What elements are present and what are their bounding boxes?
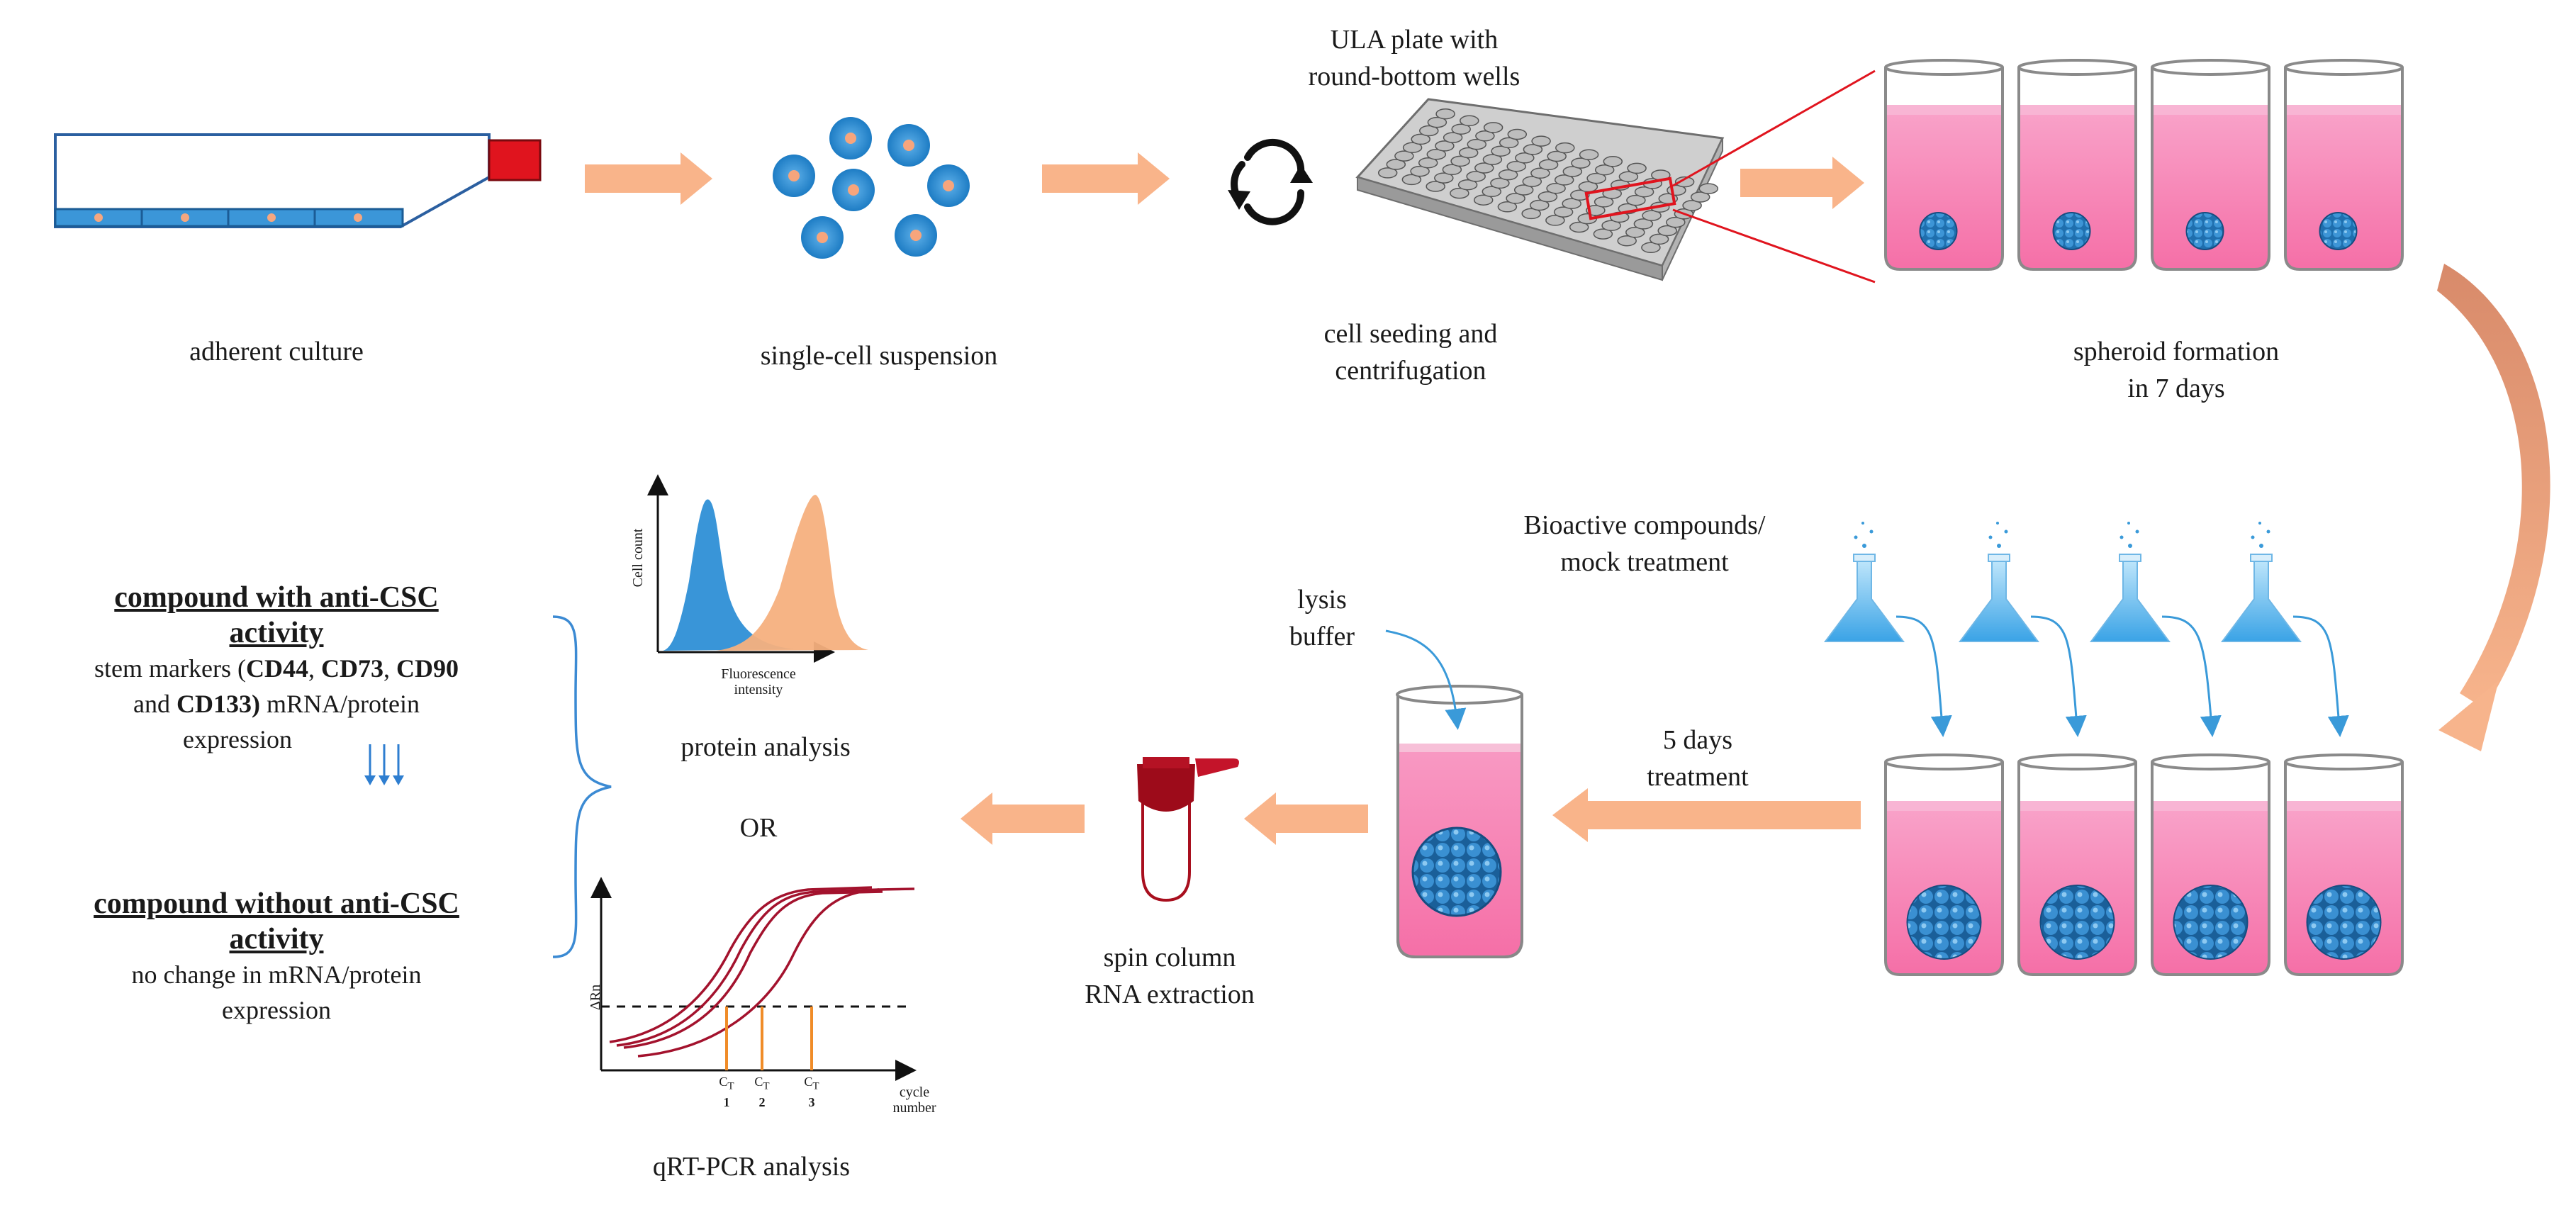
outcome-without-anti-csc: compound without anti-CSC activity no ch…: [94, 887, 459, 1024]
compound-flasks: [1824, 522, 2349, 737]
label-or: OR: [739, 813, 778, 843]
compound-flask-icon-3: [2090, 522, 2222, 737]
label-protein-analysis: protein analysis: [681, 732, 851, 762]
compound-flask-icon-4: [2221, 522, 2349, 737]
flow-cytometry-plot: [647, 474, 868, 663]
spheroid-well-top-4: [2284, 59, 2404, 271]
outcome-with-anti-csc: compound with anti-CSC activity stem mar…: [94, 581, 459, 753]
spheroid-well-top-2: [2017, 59, 2137, 271]
label-qpcr-analysis: qRT-PCR analysis: [652, 1152, 851, 1182]
spheroid-wells-top: [1884, 59, 2404, 271]
flow-arrow-3: [1740, 157, 1864, 209]
outcome-brace: [552, 615, 612, 958]
flow-arrow-1: [585, 152, 712, 205]
flow-y-axis-label: Cell count: [630, 528, 646, 588]
pcr-y-axis-label: ΔRn: [588, 984, 603, 1011]
centrifuge-rotation-icon: [1228, 139, 1313, 225]
spin-column-tube-icon: [1137, 757, 1239, 902]
spheroid-well-treated-1: [1884, 753, 2004, 976]
compound-flask-icon-1: [1824, 522, 1952, 737]
spheroid-well-top-3: [2151, 59, 2270, 271]
spheroid-well-top-1: [1884, 59, 2004, 271]
curved-flow-arrow: [2437, 264, 2550, 751]
flow-peak-negative: [663, 499, 794, 651]
spheroid-well-treated-2: [2017, 753, 2137, 976]
single-cells-icon: [773, 117, 970, 259]
flow-arrow-5: [1244, 792, 1368, 845]
lysis-well-icon: [1385, 629, 1523, 958]
culture-flask-icon: [54, 133, 542, 228]
compound-flask-icon-2: [1959, 522, 2087, 737]
decrease-arrows-icon: [364, 744, 404, 785]
qpcr-plot: [590, 877, 917, 1081]
label-bioactive-compounds: Bioactive compounds/mock treatment: [1523, 510, 1766, 577]
spheroid-well-treated-3: [2151, 753, 2270, 976]
label-adherent-culture: adherent culture: [189, 337, 364, 366]
flow-arrow-2: [1042, 152, 1170, 205]
flow-peak-positive: [716, 495, 868, 651]
spheroid-wells-treated: [1884, 753, 2404, 976]
ula-plate-icon: [1355, 69, 1876, 284]
flow-arrow-6: [961, 792, 1085, 845]
label-single-cell-suspension: single-cell suspension: [760, 341, 998, 371]
flow-arrow-4: [1552, 788, 1861, 842]
spheroid-well-treated-4: [2284, 753, 2404, 976]
